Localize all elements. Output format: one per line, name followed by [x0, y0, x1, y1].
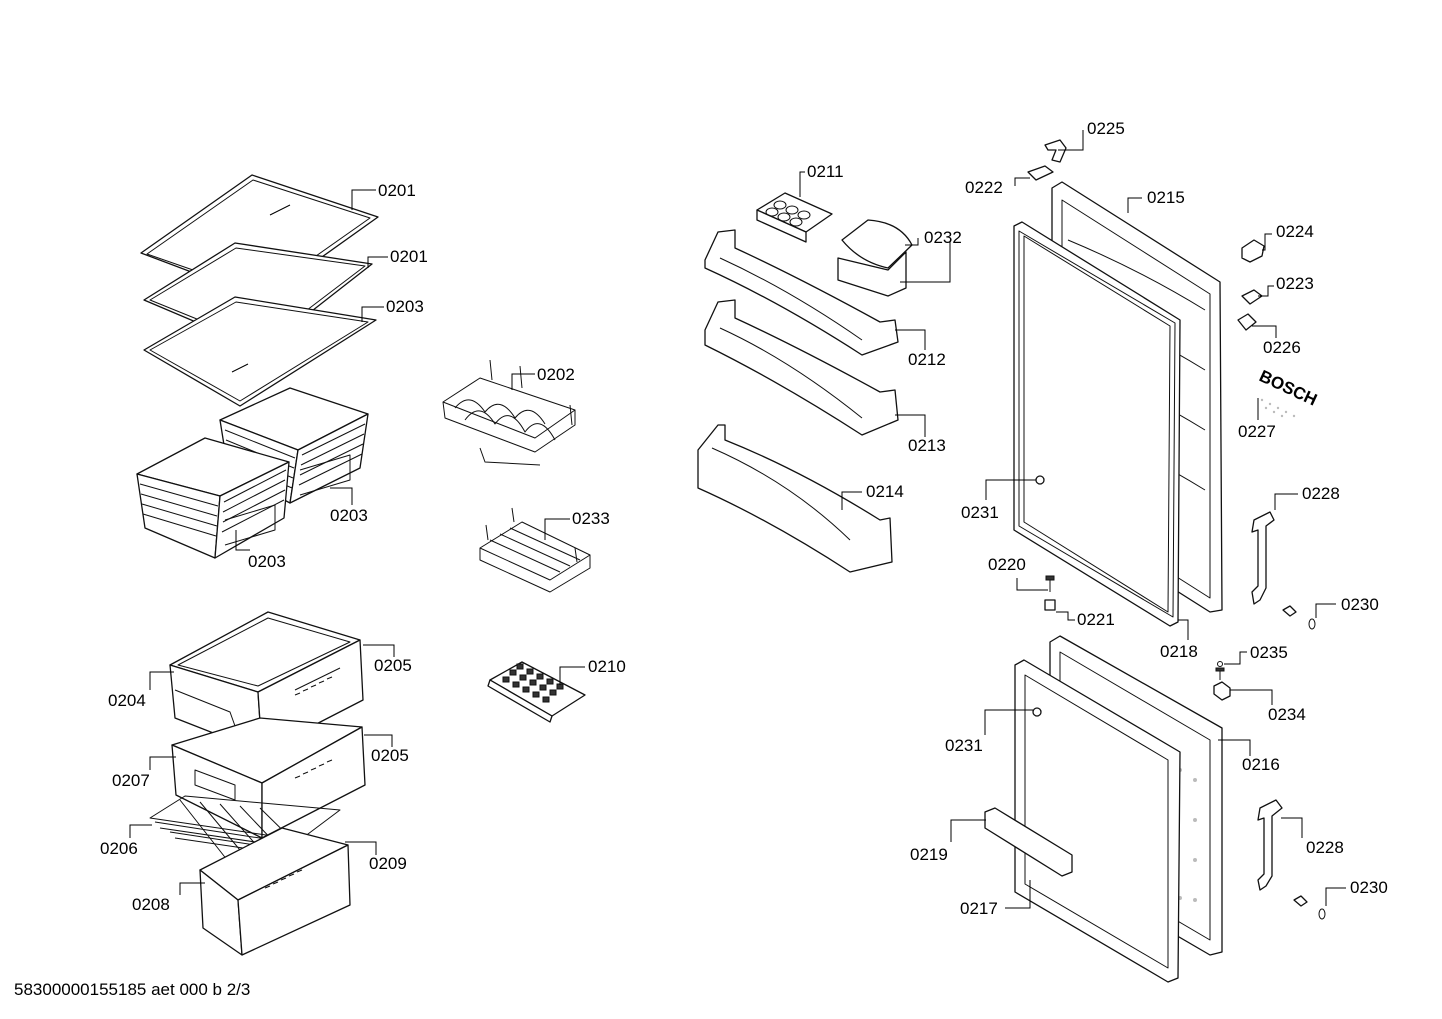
glass-shelf-0203-bottom [143, 296, 377, 407]
hinge-0225 [1044, 139, 1067, 163]
bushing-0221 [1044, 599, 1056, 611]
label-0205-bottom: 0205 [371, 746, 409, 765]
label-0203-shelf: 0203 [386, 297, 424, 316]
leader-lines [129, 130, 1346, 909]
brand-badge-0227: BOSCH [1256, 366, 1320, 418]
label-0227: 0227 [1238, 422, 1276, 441]
label-0230-top: 0230 [1341, 595, 1379, 614]
screw-0220 [1045, 575, 1055, 592]
label-0203-basket-left: 0203 [248, 552, 286, 571]
screw-0230-top [1282, 605, 1297, 617]
label-0230-bottom: 0230 [1350, 878, 1388, 897]
wire-rack-0233 [479, 507, 591, 593]
label-0232: 0232 [924, 228, 962, 247]
label-0223: 0223 [1276, 274, 1314, 293]
label-0217: 0217 [960, 899, 998, 918]
label-0234: 0234 [1268, 705, 1306, 724]
label-0211: 0211 [807, 162, 844, 181]
label-0212: 0212 [908, 350, 946, 369]
cap-0222 [1027, 165, 1054, 181]
label-0233: 0233 [572, 509, 610, 528]
screw-0231-bottom [1032, 707, 1042, 717]
label-0214: 0214 [866, 482, 904, 501]
drawer-0207 [171, 717, 366, 839]
butter-dish-0232 [837, 219, 913, 297]
label-0204: 0204 [108, 691, 146, 710]
door-bin-0213 [704, 299, 899, 436]
label-0208: 0208 [132, 895, 170, 914]
hinge-bracket-0228-top [1251, 511, 1275, 605]
block-0234 [1213, 681, 1231, 701]
ice-cube-tray-0210 [487, 661, 586, 723]
bottle-rack-0202 [442, 359, 576, 466]
door-bin-0212 [704, 229, 899, 356]
cap-0223 [1241, 289, 1263, 305]
label-0224: 0224 [1276, 222, 1314, 241]
label-0222: 0222 [965, 178, 1003, 197]
document-id: 58300000155185 aet 000 b 2/3 [14, 980, 251, 999]
washer-0230-top [1308, 618, 1316, 630]
label-0220: 0220 [988, 555, 1026, 574]
drawer-0208 [199, 827, 351, 956]
label-0219: 0219 [910, 845, 948, 864]
screw-0235 [1215, 661, 1225, 680]
label-0216: 0216 [1242, 755, 1280, 774]
label-0201-top: 0201 [378, 181, 416, 200]
door-gasket-0218 [1013, 221, 1181, 627]
logo-text: BOSCH [1256, 366, 1320, 409]
hinge-bracket-0228-bottom [1257, 799, 1283, 891]
label-0213: 0213 [908, 436, 946, 455]
wire-shelf-0206 [149, 795, 341, 871]
label-0210: 0210 [588, 657, 626, 676]
cover-0226 [1237, 313, 1257, 331]
label-0225: 0225 [1087, 119, 1125, 138]
wire-basket-0203-left [136, 437, 290, 559]
label-0231-top: 0231 [961, 503, 999, 522]
label-0226: 0226 [1263, 338, 1301, 357]
label-0206: 0206 [100, 839, 138, 858]
label-0205-top: 0205 [374, 656, 412, 675]
label-0207: 0207 [112, 771, 150, 790]
label-0218: 0218 [1160, 642, 1198, 661]
label-0201-middle: 0201 [390, 247, 428, 266]
door-gasket-0217 [1014, 659, 1181, 983]
hinge-cover-0224 [1241, 239, 1265, 263]
washer-0230-bottom [1318, 908, 1326, 920]
label-0209: 0209 [369, 854, 407, 873]
label-0221: 0221 [1077, 610, 1115, 629]
label-0231-bottom: 0231 [945, 736, 983, 755]
screw-0230-bottom [1293, 895, 1308, 907]
door-bin-0214 [697, 424, 893, 573]
label-0203-basket-right: 0203 [330, 506, 368, 525]
label-0202: 0202 [537, 365, 575, 384]
label-0228-top: 0228 [1302, 484, 1340, 503]
label-0228-bottom: 0228 [1306, 838, 1344, 857]
screw-0231-top [1035, 475, 1045, 485]
egg-tray-0211 [756, 192, 833, 243]
label-0215: 0215 [1147, 188, 1185, 207]
label-0235: 0235 [1250, 643, 1288, 662]
part-labels: 0201 0201 0203 0203 0203 0202 0233 0210 … [100, 119, 1388, 918]
handle-0219 [984, 807, 1073, 877]
